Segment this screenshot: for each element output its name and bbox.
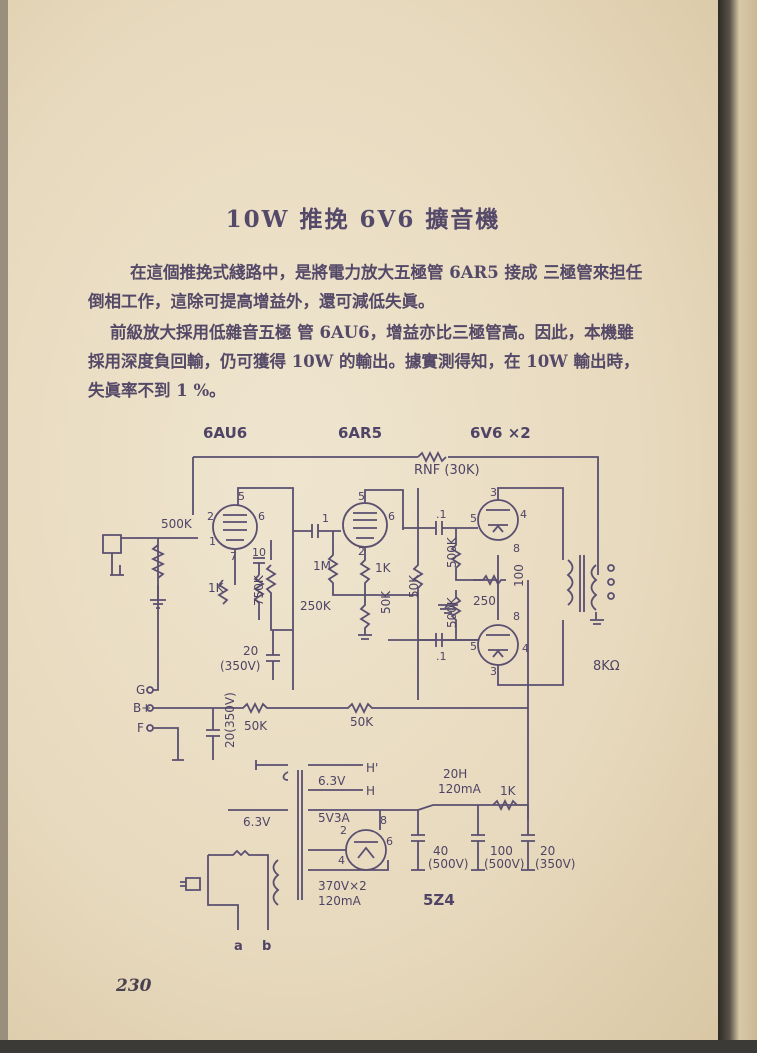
schematic-label: 50K (350, 715, 374, 729)
schematic-label: 6 (258, 510, 265, 523)
schematic-label: 50K (407, 574, 421, 598)
rectifier-label: 5Z4 (423, 891, 455, 909)
schematic-label: 6 (388, 510, 395, 523)
schematic-label: 4 (338, 854, 345, 867)
schematic-label: 20(350V) (223, 692, 237, 748)
schematic-label: B+ (133, 701, 151, 715)
schematic-label: 120mA (438, 782, 482, 796)
schematic-label: 4 (522, 642, 529, 655)
schematic-label: .1 (436, 508, 447, 521)
schematic-label: 120mA (318, 894, 362, 908)
feedback-label: RNF (30K) (414, 463, 480, 478)
schematic-label: 20 (540, 844, 555, 858)
schematic-label: 370V×2 (318, 879, 367, 893)
schematic-label: 50K (244, 719, 268, 733)
schematic-label: 4 (520, 508, 527, 521)
schematic-label: 5 (470, 512, 477, 525)
schematic-label: H (366, 784, 375, 798)
book-page: 10W 推挽 6V6 擴音機 在這個推挽式綫路中，是將電力放大五極管 6AR5 … (8, 0, 718, 1040)
schematic-label: (500V) (428, 857, 468, 871)
schematic-label: 8KΩ (593, 659, 620, 674)
schematic-label: (350V) (535, 857, 575, 871)
schematic-label: 1K (500, 784, 517, 798)
schematic-label: 1M (313, 559, 331, 573)
rectifier-tube (345, 829, 387, 871)
schematic-label: (500V) (484, 857, 524, 871)
schematic-label: 5 (470, 640, 477, 653)
schematic-label: 3 (490, 486, 497, 499)
schematic-label: 8 (513, 542, 520, 555)
schematic-label: 1 (209, 535, 216, 548)
schematic-label: F (137, 721, 144, 735)
schematic-label: 6.3V (318, 774, 346, 788)
label-500k: 500K (161, 517, 193, 531)
schematic-label: 100 (512, 564, 526, 587)
schematic-label: 5 (358, 490, 365, 503)
schematic-label: 10 (252, 546, 266, 559)
schematic-label: 100 (490, 844, 513, 858)
power-transformer-core (297, 770, 303, 900)
schematic-label: 500K (445, 536, 459, 568)
amplifier-schematic: 6AU6 6AR5 6V6 ×2 RNF (30K) 500K 5 6 2 1 … (102, 424, 620, 954)
page-number: 230 (116, 976, 152, 996)
paragraph-1: 在這個推挽式綫路中，是將電力放大五極管 6AR5 接成 三極管來担任倒相工作，這… (88, 263, 643, 311)
schematic-label: 250K (300, 599, 332, 613)
feedback-resistor (417, 450, 447, 464)
header-6ar5: 6AR5 (338, 424, 382, 442)
schematic-label: 5 (238, 490, 245, 503)
tube-6ar5 (342, 502, 388, 548)
schematic-label: 20H (443, 767, 467, 781)
input-jack (102, 534, 124, 576)
schematic-label: 6 (386, 835, 393, 848)
schematic-label: 1K (375, 561, 392, 575)
schematic-label: 1K (208, 581, 225, 595)
schematic-label: 8 (380, 814, 387, 827)
tube-6v6-upper (477, 499, 519, 541)
output-transformer-primary (566, 559, 574, 606)
schematic-label: b (262, 939, 271, 954)
schematic-label: 2 (340, 824, 347, 837)
book-spine (718, 0, 757, 1053)
bottom-edge (0, 1040, 757, 1053)
schematic-label: 40 (433, 844, 448, 858)
schematic-label: 5V3A (318, 811, 350, 825)
schematic-label: G (136, 683, 145, 697)
page-edge (0, 0, 8, 1053)
header-6au6: 6AU6 (203, 424, 247, 442)
schematic-label: 250 (473, 594, 496, 608)
schematic-label: 3 (490, 665, 497, 678)
schematic-label: 6.3V (243, 815, 271, 829)
schematic-label: H' (366, 761, 378, 775)
schematic-label: 2 (207, 510, 214, 523)
schematic-label: 1 (322, 512, 329, 525)
paragraph-2: 前級放大採用低雜音五極 管 6AU6，增益亦比三極管高。因此，本機雖採用深度負回… (88, 323, 640, 400)
schematic-label: a (234, 939, 243, 954)
schematic-label: 750K (252, 574, 266, 606)
page-title: 10W 推挽 6V6 擴音機 (225, 206, 501, 233)
schematic-label: 7 (230, 550, 237, 563)
schematic-label: 50K (379, 590, 393, 614)
schematic-label: (350V) (220, 659, 260, 673)
schematic-label: 20 (243, 644, 258, 658)
header-6v6: 6V6 ×2 (470, 424, 531, 442)
volume-pot (150, 544, 166, 579)
schematic-label: .1 (436, 650, 447, 663)
tube-6v6-lower (477, 624, 519, 666)
schematic-label: 2 (358, 545, 365, 558)
tube-6au6 (212, 504, 258, 550)
feedback-wire (193, 456, 599, 575)
schematic-label: 8 (513, 610, 520, 623)
schematic-label: 500K (445, 596, 459, 628)
